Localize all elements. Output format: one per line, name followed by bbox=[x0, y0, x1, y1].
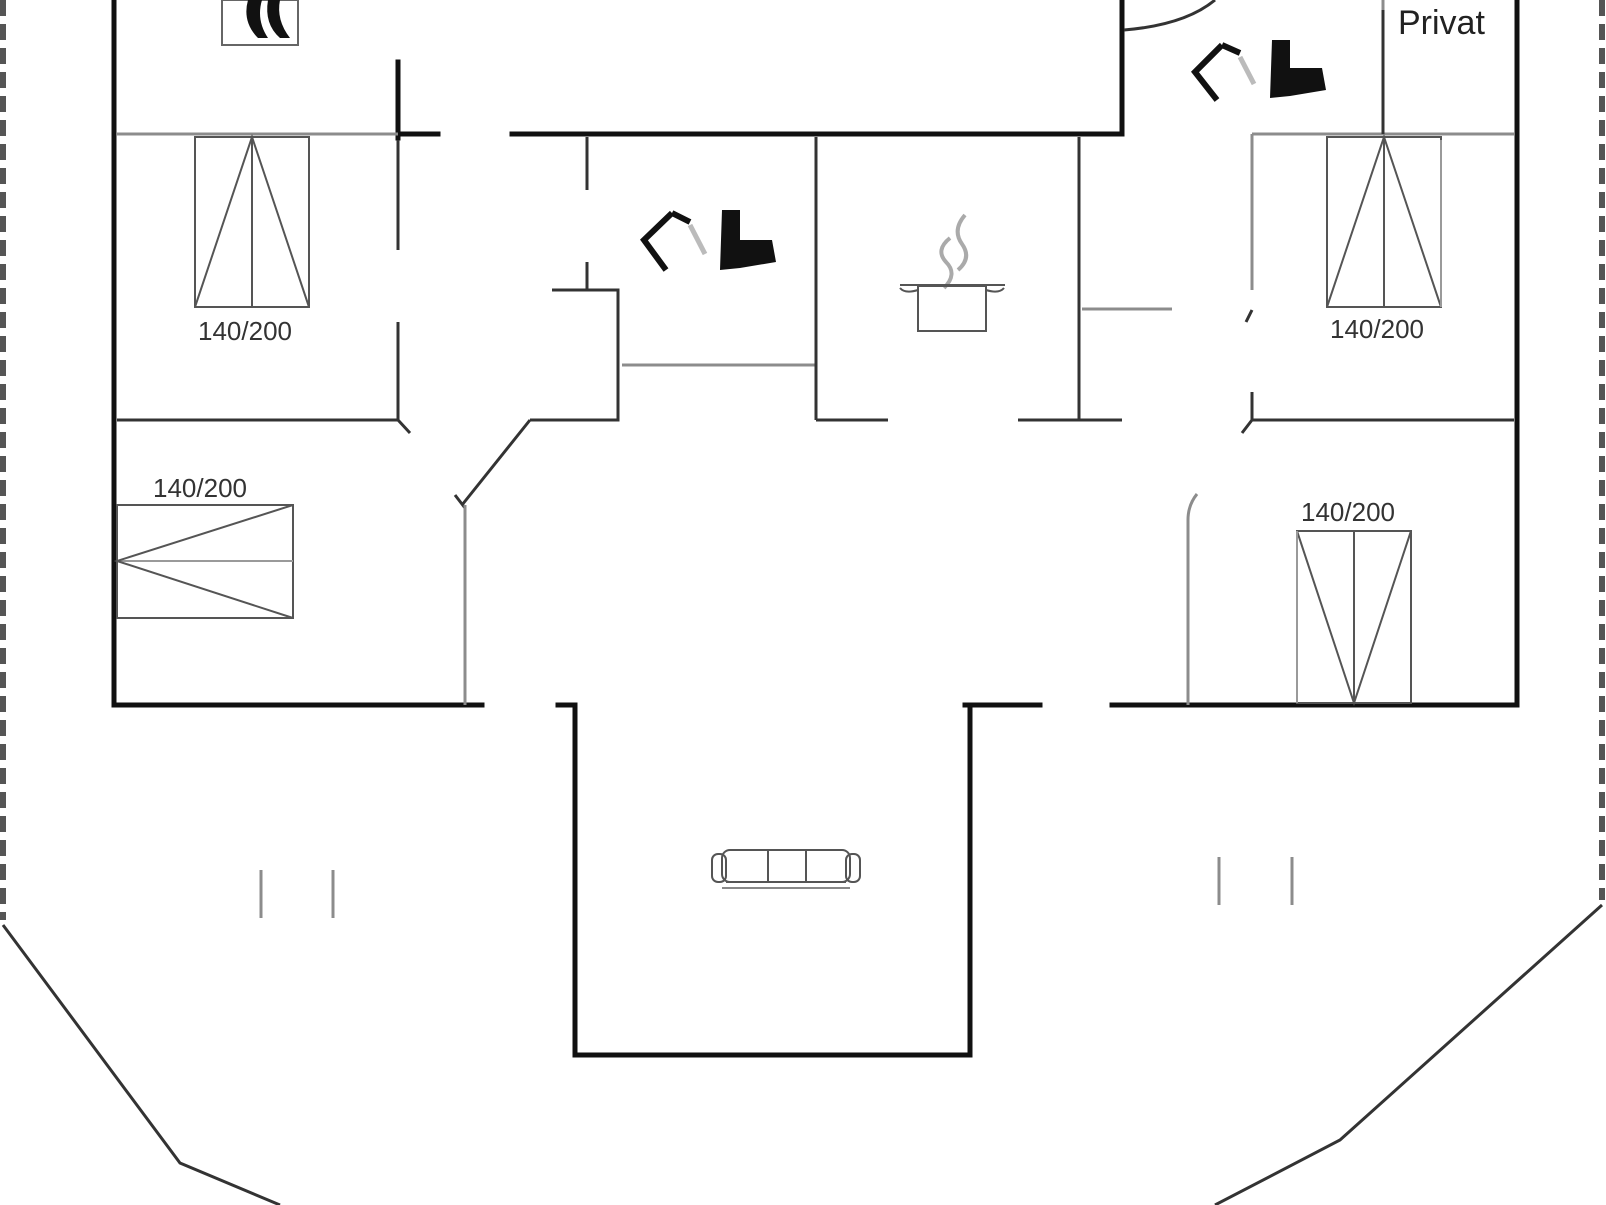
terrace-chairs-left bbox=[259, 870, 335, 918]
toilet-icon-center bbox=[640, 210, 776, 272]
bed-right bbox=[1296, 530, 1412, 707]
top-central-block bbox=[395, 0, 1216, 141]
terrace-outline bbox=[1, 903, 1604, 1205]
shower-icon bbox=[221, 0, 299, 46]
toilet-icon-right bbox=[1190, 40, 1326, 102]
sofa-icon bbox=[711, 849, 861, 889]
bed-size-label-top-left: 140/200 bbox=[198, 316, 292, 346]
living-room-bay bbox=[572, 702, 973, 1058]
privat-label: Privat bbox=[1398, 4, 1485, 42]
exterior-walls bbox=[111, 0, 1520, 708]
bed-left bbox=[113, 504, 294, 619]
bed-top-left bbox=[194, 133, 310, 308]
bed-size-label-top-right: 140/200 bbox=[1330, 314, 1424, 344]
stove-icon bbox=[899, 213, 1005, 332]
bed-size-label-left: 140/200 bbox=[153, 473, 247, 503]
bed-top-right bbox=[1326, 133, 1442, 308]
interior-walls bbox=[117, 0, 1514, 705]
terrace-chairs-right bbox=[1217, 857, 1294, 905]
bed-size-label-right: 140/200 bbox=[1301, 497, 1395, 527]
property-boundary bbox=[0, 0, 1605, 920]
